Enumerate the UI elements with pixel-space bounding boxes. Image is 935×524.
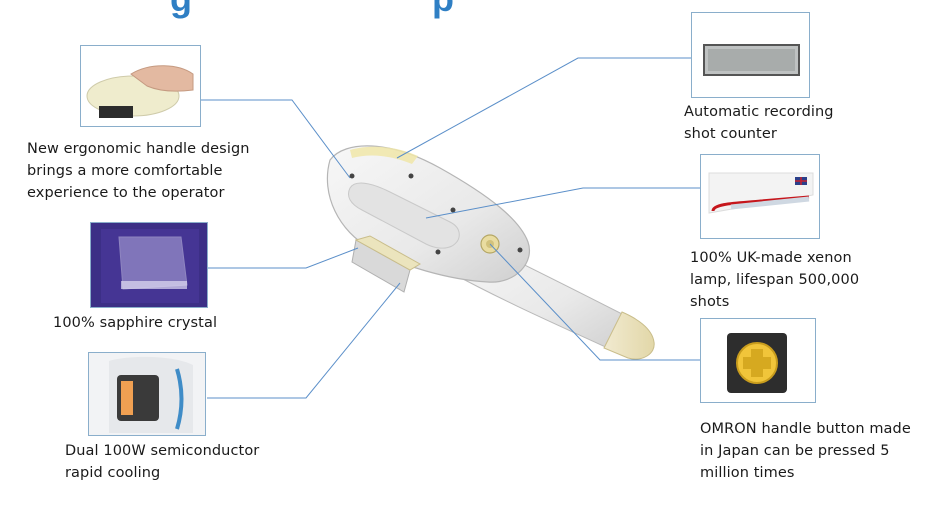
xenon-lamp-photo xyxy=(700,154,820,239)
callout-line-sapphire xyxy=(207,247,359,269)
caption-counter: Automatic recording shot counter xyxy=(684,104,834,142)
title-fragment-left: g xyxy=(170,0,192,20)
caption-sapphire: 100% sapphire crystal xyxy=(53,315,218,331)
shot-counter-photo xyxy=(691,12,810,98)
callout-line-ergonomic xyxy=(200,99,351,179)
callout-line-button xyxy=(489,243,700,361)
caption-cooling: Dual 100W semiconductor rapid cooling xyxy=(65,443,260,481)
title-fragment-right: p xyxy=(432,0,454,20)
callout-line-cooling xyxy=(207,282,401,399)
callout-line-counter xyxy=(396,57,692,159)
callout-line-lamp xyxy=(425,187,700,219)
semiconductor-cooling-photo xyxy=(88,352,206,436)
ergonomic-handle-photo xyxy=(80,45,201,127)
omron-button-photo xyxy=(700,318,816,403)
caption-lamp: 100% UK-made xenon lamp, lifespan 500,00… xyxy=(690,250,860,310)
callout-lines xyxy=(200,57,700,399)
caption-button: OMRON handle button made in Japan can be… xyxy=(700,421,911,481)
caption-ergonomic: New ergonomic handle design brings a mor… xyxy=(27,141,250,201)
sapphire-crystal-photo xyxy=(90,222,208,308)
